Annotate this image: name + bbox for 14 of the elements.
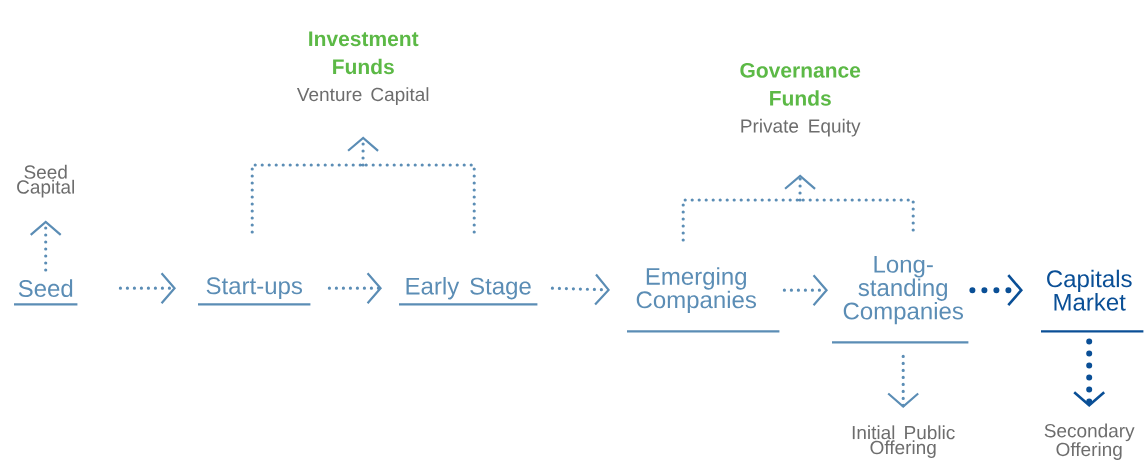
stage-label: Long-standing Companies [832,256,969,344]
dotted-arrow [1073,338,1106,407]
dotted-arrow [250,136,476,234]
fund-label: Investment Funds Venture Capital [296,31,429,105]
stage-label: Emerging Companies [627,267,780,333]
caption-text: Initial Public Offering [852,425,955,458]
caption-text: Secondary Offering [1044,423,1135,460]
stage-label: Start-ups [198,277,311,306]
dotted-arrow [681,174,915,242]
stage-label: Capitals Market [1041,269,1144,333]
stage-label: Early Stage [399,277,538,306]
stage-label: Seed [14,279,78,306]
fund-label: Governance Funds Private Equity [740,62,861,137]
caption-text: Seed Capital [17,164,74,198]
